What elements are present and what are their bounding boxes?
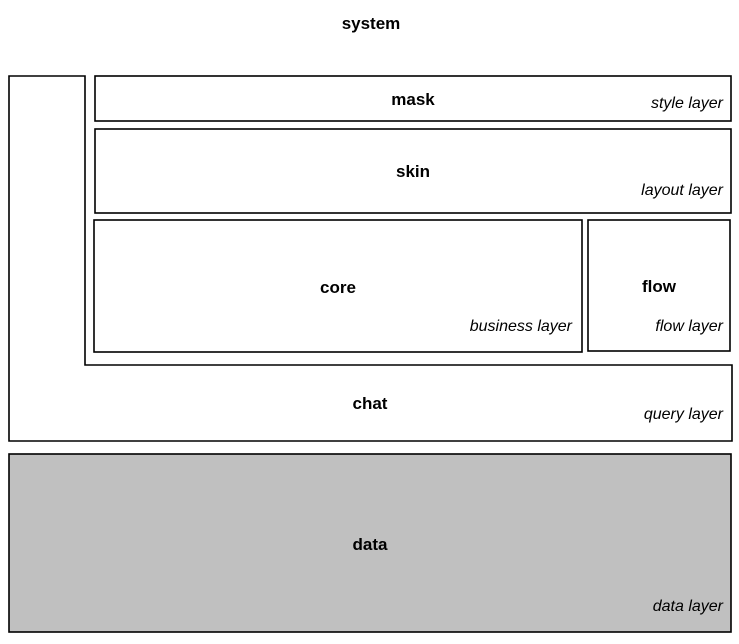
flow-block-layer: flow layer <box>655 318 723 335</box>
data-block-outline <box>8 453 732 633</box>
core-block-layer: business layer <box>470 318 573 335</box>
core-block: core business layer <box>93 219 583 353</box>
data-block: data data layer <box>8 453 732 633</box>
chat-block: chat query layer <box>8 75 733 442</box>
skin-block-outline <box>94 128 732 214</box>
skin-block: skin layout layer <box>94 128 732 214</box>
skin-block-layer: layout layer <box>641 182 723 199</box>
mask-block: mask style layer <box>94 75 732 122</box>
data-block-name: data <box>353 535 389 554</box>
skin-block-name: skin <box>396 162 430 181</box>
mask-block-name: mask <box>391 90 435 109</box>
flow-block-outline <box>587 219 731 352</box>
diagram-title: system <box>342 14 401 33</box>
core-block-name: core <box>320 278 356 297</box>
core-block-outline <box>93 219 583 353</box>
chat-block-outline <box>8 75 733 442</box>
data-block-layer: data layer <box>653 598 724 615</box>
mask-block-outline <box>94 75 732 122</box>
flow-block: flow flow layer <box>587 219 731 352</box>
chat-block-layer: query layer <box>644 406 724 423</box>
mask-block-layer: style layer <box>651 95 724 112</box>
flow-block-name: flow <box>642 277 677 296</box>
chat-block-name: chat <box>353 394 388 413</box>
